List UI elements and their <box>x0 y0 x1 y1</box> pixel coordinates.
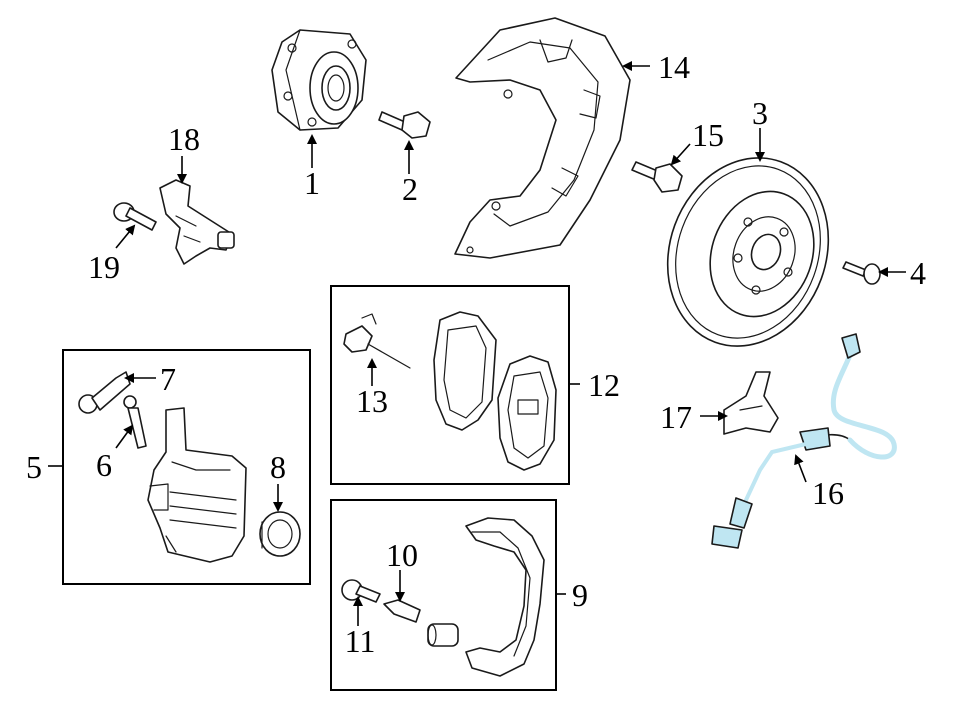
pad-wear-sensor <box>343 313 411 369</box>
callout-11: 11 <box>345 623 376 659</box>
callout-18: 18 <box>168 121 200 157</box>
caliper-bracket <box>465 517 545 677</box>
leader-19 <box>115 224 136 249</box>
leader-6 <box>115 424 134 449</box>
callout-5: 5 <box>26 449 42 485</box>
callout-10: 10 <box>386 537 418 573</box>
outer-brake-pad <box>497 355 557 471</box>
inner-brake-pad <box>433 311 497 431</box>
callout-12: 12 <box>588 367 620 403</box>
hub-bolt <box>378 111 431 139</box>
callout-1: 1 <box>304 165 320 201</box>
guide-pin-bolt <box>341 579 381 603</box>
wheel-hub <box>271 29 367 131</box>
brake-rotor <box>666 157 830 347</box>
brake-caliper <box>147 407 247 563</box>
callout-13: 13 <box>356 383 388 419</box>
callout-17: 17 <box>660 399 692 435</box>
brake-hose <box>711 333 897 549</box>
callout-2: 2 <box>402 171 418 207</box>
callout-16: 16 <box>812 475 844 511</box>
callout-6: 6 <box>96 447 112 483</box>
rotor-screw <box>842 261 881 285</box>
brake-pad-group-box <box>330 285 570 485</box>
callout-9: 9 <box>572 577 588 613</box>
guide-pin <box>383 599 421 623</box>
caliper-group-box <box>62 349 311 585</box>
sensor-bolt <box>113 202 157 231</box>
callout-7: 7 <box>160 361 176 397</box>
bleeder-cap <box>78 371 131 414</box>
abs-sensor <box>159 179 235 265</box>
callout-19: 19 <box>88 249 120 285</box>
hose-bracket <box>723 371 779 435</box>
callout-8: 8 <box>270 449 286 485</box>
callout-15: 15 <box>692 117 724 153</box>
callout-3: 3 <box>752 95 768 131</box>
leader-16 <box>794 454 807 483</box>
splash-shield <box>454 17 631 259</box>
callout-14: 14 <box>658 49 690 85</box>
leader-15 <box>670 143 691 166</box>
guide-bushing <box>427 623 459 647</box>
shield-bolt <box>631 161 683 193</box>
caliper-bracket-group-box <box>330 499 557 691</box>
caliper-piston <box>259 511 301 557</box>
callout-4: 4 <box>910 255 926 291</box>
bleeder-screw <box>123 395 147 449</box>
